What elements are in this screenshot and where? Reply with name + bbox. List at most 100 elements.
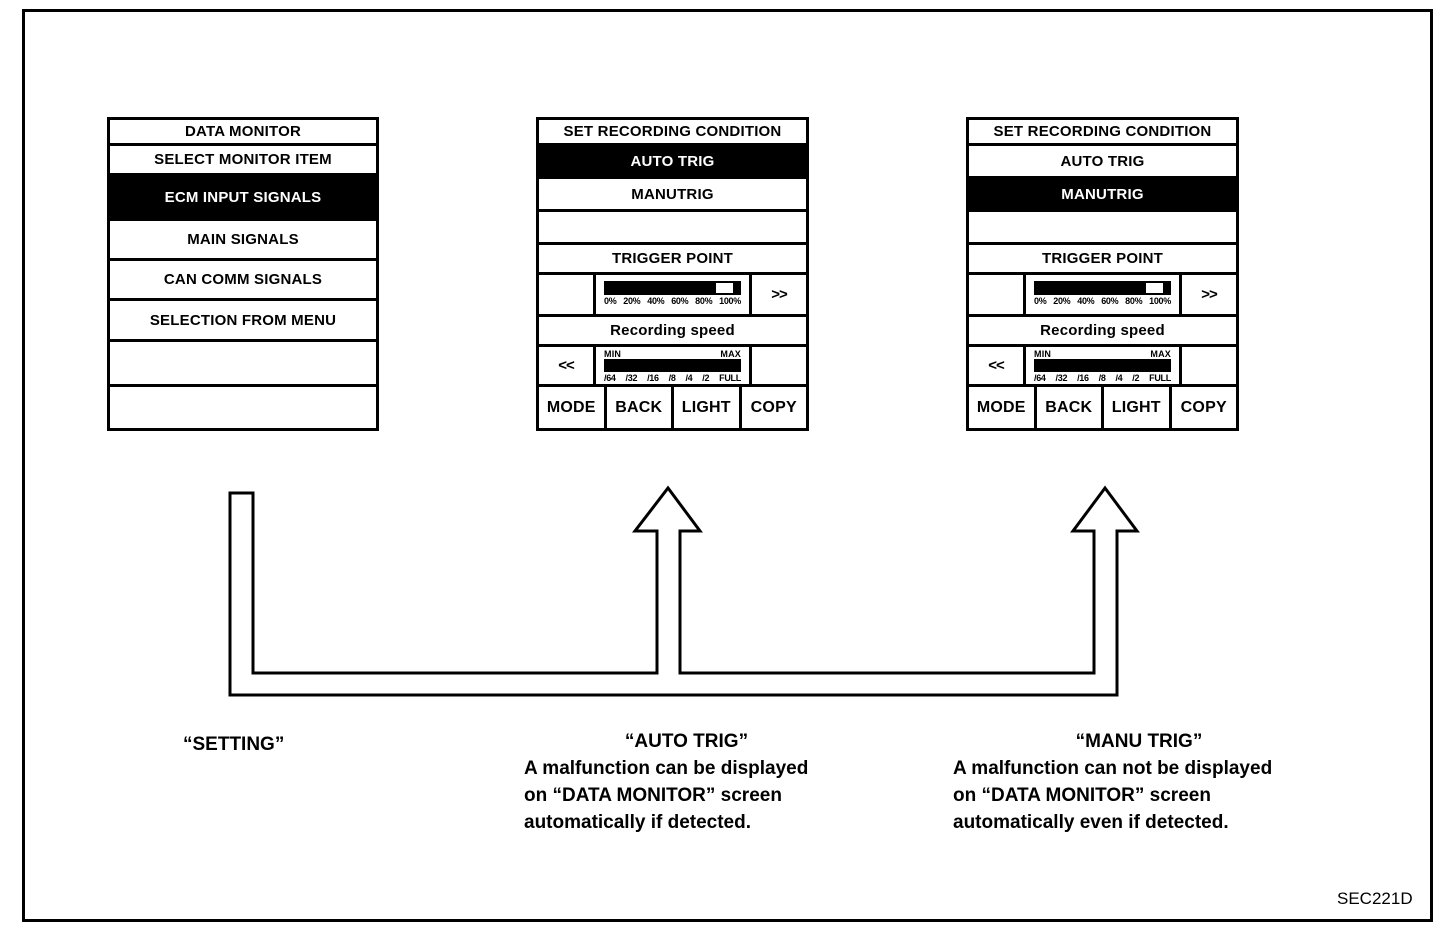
trigger-point-label: TRIGGER POINT xyxy=(539,245,806,275)
back-button[interactable]: BACK xyxy=(607,387,674,428)
scale-tick: 100% xyxy=(1149,296,1171,306)
mode-button[interactable]: MODE xyxy=(969,387,1037,428)
min-max-labels: MIN MAX xyxy=(1034,349,1171,359)
mode-button[interactable]: MODE xyxy=(539,387,607,428)
menu-item-manu-trig[interactable]: MANUTRIG xyxy=(539,179,806,212)
menu-item-main-signals[interactable]: MAIN SIGNALS xyxy=(110,221,376,261)
scale-tick: /4 xyxy=(685,373,693,383)
caption-manu-trig: “MANU TRIG” A malfunction can not be dis… xyxy=(953,728,1325,836)
recording-speed-label: Recording speed xyxy=(969,317,1236,347)
copy-button[interactable]: COPY xyxy=(1180,398,1227,416)
scale-tick: 0% xyxy=(604,296,617,306)
speed-gauge-track xyxy=(1034,359,1171,372)
empty-row xyxy=(110,342,376,387)
rewind-button[interactable]: << xyxy=(558,357,575,374)
trigger-gauge-fill xyxy=(1036,283,1147,293)
figure-border xyxy=(22,9,1433,922)
caption-auto-trig: “AUTO TRIG” A malfunction can be display… xyxy=(524,728,849,836)
screen-title: SET RECORDING CONDITION xyxy=(969,120,1236,146)
trigger-point-gauge: 0% 20% 40% 60% 80% 100% xyxy=(593,275,752,314)
recording-speed-gauge: MIN MAX /64 /32 /16 /8 /4 /2 FULL xyxy=(1023,347,1182,384)
speed-gauge-track xyxy=(604,359,741,372)
menu-item-auto-trig[interactable]: AUTO TRIG xyxy=(969,146,1236,179)
scale-tick: /8 xyxy=(1098,373,1106,383)
scale-tick: 40% xyxy=(647,296,665,306)
forward-button[interactable]: >> xyxy=(771,286,788,303)
scale-tick: /64 xyxy=(604,373,616,383)
recording-speed-label: Recording speed xyxy=(539,317,806,347)
speed-gauge-fill xyxy=(1036,361,1169,370)
speed-gauge-fill xyxy=(606,361,739,370)
scale-tick: 20% xyxy=(623,296,641,306)
caption-setting: “SETTING” xyxy=(183,734,285,755)
max-label: MAX xyxy=(720,349,741,359)
scale-tick: /32 xyxy=(625,373,638,383)
scale-tick: /64 xyxy=(1034,373,1046,383)
scale-tick: /8 xyxy=(668,373,676,383)
menu-item-can-comm-signals[interactable]: CAN COMM SIGNALS xyxy=(110,261,376,301)
trigger-point-row: 0% 20% 40% 60% 80% 100% >> xyxy=(539,275,806,317)
caption-manu-trig-line: A malfunction can not be displayed xyxy=(953,758,1273,779)
menu-item-ecm-input-signals[interactable]: ECM INPUT SIGNALS xyxy=(110,176,376,221)
min-label: MIN xyxy=(604,349,622,359)
scale-tick: 60% xyxy=(671,296,689,306)
caption-manu-trig-line: automatically even if detected. xyxy=(953,812,1229,833)
recording-speed-row: << MIN MAX /64 /32 /16 /8 /4 /2 FULL xyxy=(969,347,1236,387)
caption-auto-trig-line: A malfunction can be displayed xyxy=(524,758,809,779)
screen-title: DATA MONITOR xyxy=(110,120,376,146)
trigger-point-row: 0% 20% 40% 60% 80% 100% >> xyxy=(969,275,1236,317)
menu-item-auto-trig[interactable]: AUTO TRIG xyxy=(539,146,806,179)
menu-item-selection-from-menu[interactable]: SELECTION FROM MENU xyxy=(110,301,376,342)
set-recording-condition-screen-manu: SET RECORDING CONDITION AUTO TRIG MANUTR… xyxy=(966,117,1239,431)
trigger-gauge-track xyxy=(1034,281,1171,295)
function-button-row: MODE BACK LIGHT COPY xyxy=(539,387,806,428)
trigger-spacer xyxy=(969,275,1023,314)
trigger-scale: 0% 20% 40% 60% 80% 100% xyxy=(604,296,741,306)
menu-item-manu-trig[interactable]: MANUTRIG xyxy=(969,179,1236,212)
scale-tick: 80% xyxy=(695,296,713,306)
speed-scale: /64 /32 /16 /8 /4 /2 FULL xyxy=(604,373,741,383)
trigger-point-gauge: 0% 20% 40% 60% 80% 100% xyxy=(1023,275,1182,314)
scale-tick: 20% xyxy=(1053,296,1071,306)
copy-button[interactable]: COPY xyxy=(750,398,797,416)
caption-auto-trig-line: on “DATA MONITOR” screen xyxy=(524,785,782,806)
light-button[interactable]: LIGHT xyxy=(674,387,742,428)
trigger-spacer xyxy=(539,275,593,314)
speed-spacer xyxy=(1182,347,1236,384)
scale-tick: /32 xyxy=(1055,373,1068,383)
caption-auto-trig-title: “AUTO TRIG” xyxy=(624,731,749,752)
scale-tick: 0% xyxy=(1034,296,1047,306)
min-label: MIN xyxy=(1034,349,1052,359)
scale-tick: 80% xyxy=(1125,296,1143,306)
max-label: MAX xyxy=(1150,349,1171,359)
scale-tick: 100% xyxy=(719,296,741,306)
recording-speed-gauge: MIN MAX /64 /32 /16 /8 /4 /2 FULL xyxy=(593,347,752,384)
caption-auto-trig-line: automatically if detected. xyxy=(524,812,752,833)
empty-row xyxy=(969,212,1236,245)
back-button[interactable]: BACK xyxy=(1037,387,1104,428)
caption-manu-trig-line: on “DATA MONITOR” screen xyxy=(953,785,1211,806)
scale-tick: 60% xyxy=(1101,296,1119,306)
scale-tick: 40% xyxy=(1077,296,1095,306)
scale-tick: /2 xyxy=(1132,373,1140,383)
rewind-button[interactable]: << xyxy=(988,357,1005,374)
speed-scale: /64 /32 /16 /8 /4 /2 FULL xyxy=(1034,373,1171,383)
screen-title: SET RECORDING CONDITION xyxy=(539,120,806,146)
trigger-gauge-track xyxy=(604,281,741,295)
trigger-gauge-end-tick xyxy=(733,283,739,293)
scale-tick: FULL xyxy=(719,373,741,383)
trigger-gauge-fill xyxy=(606,283,717,293)
forward-button[interactable]: >> xyxy=(1201,286,1218,303)
figure-code: SEC221D xyxy=(1337,889,1413,908)
scale-tick: FULL xyxy=(1149,373,1171,383)
scale-tick: /4 xyxy=(1115,373,1123,383)
scale-tick: /16 xyxy=(1077,373,1089,383)
function-button-row: MODE BACK LIGHT COPY xyxy=(969,387,1236,428)
trigger-point-label: TRIGGER POINT xyxy=(969,245,1236,275)
empty-row xyxy=(110,387,376,428)
scale-tick: /16 xyxy=(647,373,659,383)
trigger-scale: 0% 20% 40% 60% 80% 100% xyxy=(1034,296,1171,306)
light-button[interactable]: LIGHT xyxy=(1104,387,1172,428)
data-monitor-screen: DATA MONITOR SELECT MONITOR ITEM ECM INP… xyxy=(107,117,379,431)
menu-item-select-monitor-item[interactable]: SELECT MONITOR ITEM xyxy=(110,146,376,176)
